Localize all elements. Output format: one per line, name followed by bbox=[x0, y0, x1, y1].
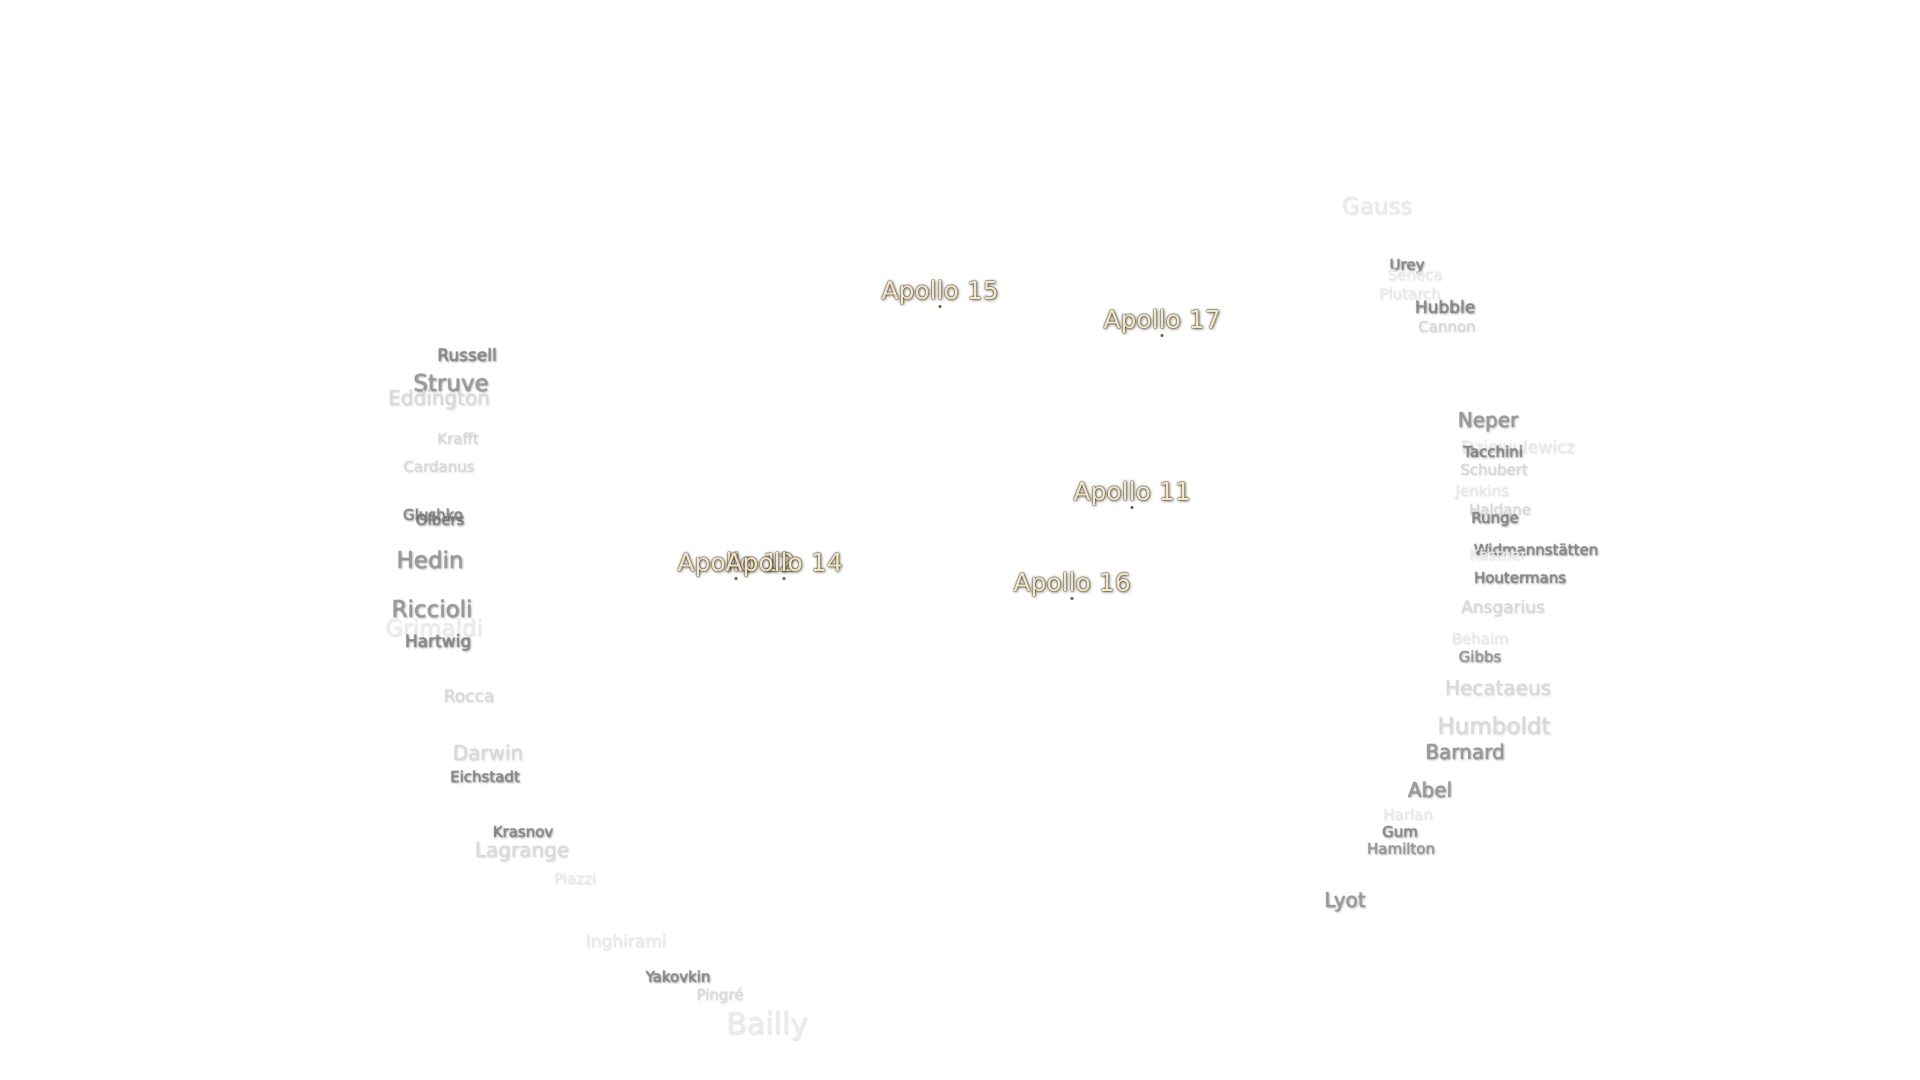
crater-label-abel[interactable]: Abel bbox=[1407, 778, 1453, 802]
crater-label-pingr-[interactable]: Pingré bbox=[696, 986, 744, 1004]
apollo-site-label-apollo-15[interactable]: Apollo 15 bbox=[881, 276, 999, 305]
crater-label-lagrange[interactable]: Lagrange bbox=[474, 838, 570, 862]
crater-label-cannon[interactable]: Cannon bbox=[1418, 318, 1476, 336]
crater-label-ansgarius[interactable]: Ansgarius bbox=[1461, 598, 1545, 618]
crater-label-glushko[interactable]: Glushko bbox=[403, 506, 463, 524]
crater-label-behaim[interactable]: Behaim bbox=[1451, 630, 1509, 648]
crater-label-eddington[interactable]: Eddington bbox=[388, 386, 490, 410]
landing-site-marker-apollo-14[interactable] bbox=[782, 577, 786, 580]
crater-label-jenkins[interactable]: Jenkins bbox=[1455, 482, 1509, 500]
crater-label-haldane[interactable]: Haldane bbox=[1468, 501, 1532, 519]
crater-label-runge[interactable]: Runge bbox=[1471, 509, 1519, 527]
crater-label-houtermans[interactable]: Houtermans bbox=[1473, 569, 1567, 587]
apollo-site-label-apollo-17[interactable]: Apollo 17 bbox=[1103, 305, 1221, 334]
crater-label-gibbs[interactable]: Gibbs bbox=[1458, 648, 1502, 666]
crater-label-hedin[interactable]: Hedin bbox=[396, 548, 464, 574]
landing-site-marker-apollo-15[interactable] bbox=[938, 305, 942, 308]
crater-label-hamilton[interactable]: Hamilton bbox=[1367, 840, 1435, 858]
landing-site-marker-apollo-16[interactable] bbox=[1070, 597, 1074, 600]
crater-label-hubble[interactable]: Hubble bbox=[1414, 298, 1476, 318]
crater-label-harlan[interactable]: Harlan bbox=[1383, 806, 1433, 824]
crater-label-darwin[interactable]: Darwin bbox=[452, 741, 524, 765]
crater-label-dziewulewicz[interactable]: Dziewulewicz bbox=[1461, 438, 1575, 458]
crater-label-neper[interactable]: Neper bbox=[1457, 408, 1519, 432]
landing-site-marker-apollo-12[interactable] bbox=[734, 577, 738, 580]
crater-label-widmannst-tten[interactable]: Widmannstätten bbox=[1473, 541, 1599, 559]
crater-label-gauss[interactable]: Gauss bbox=[1341, 194, 1413, 220]
apollo-site-label-apollo-14[interactable]: Apollo 14 bbox=[725, 548, 843, 577]
crater-label-schubert[interactable]: Schubert bbox=[1460, 461, 1528, 479]
crater-label-plutarch[interactable]: Plutarch bbox=[1379, 285, 1441, 303]
apollo-site-label-apollo-11[interactable]: Apollo 11 bbox=[1073, 477, 1191, 506]
apollo-site-label-apollo-16[interactable]: Apollo 16 bbox=[1013, 568, 1131, 597]
crater-label-olbers[interactable]: Olbers bbox=[415, 511, 465, 529]
crater-label-urey[interactable]: Urey bbox=[1389, 256, 1425, 274]
crater-label-struve[interactable]: Struve bbox=[413, 371, 489, 397]
crater-label-gum[interactable]: Gum bbox=[1382, 823, 1418, 841]
landing-site-marker-apollo-11[interactable] bbox=[1130, 506, 1134, 509]
crater-label-rocca[interactable]: Rocca bbox=[443, 687, 495, 707]
crater-label-hecataeus[interactable]: Hecataeus bbox=[1444, 676, 1552, 700]
crater-label-seneca[interactable]: Seneca bbox=[1387, 266, 1443, 284]
crater-label-hartwig[interactable]: Hartwig bbox=[404, 632, 472, 652]
crater-label-eichstadt[interactable]: Eichstadt bbox=[450, 768, 520, 786]
crater-label-riccioli[interactable]: Riccioli bbox=[391, 597, 473, 623]
apollo-site-label-apollo-12[interactable]: Apollo 12 bbox=[677, 548, 795, 577]
landing-site-marker-apollo-17[interactable] bbox=[1160, 334, 1164, 337]
crater-label-cardanus[interactable]: Cardanus bbox=[403, 458, 475, 476]
crater-label-piazzi[interactable]: Piazzi bbox=[554, 870, 596, 888]
crater-label-krafft[interactable]: Krafft bbox=[437, 430, 479, 448]
crater-label-lyot[interactable]: Lyot bbox=[1324, 888, 1366, 912]
crater-label-k-stner[interactable]: Kästner bbox=[1469, 546, 1527, 564]
crater-label-yakovkin[interactable]: Yakovkin bbox=[645, 968, 711, 986]
crater-label-bailly[interactable]: Bailly bbox=[726, 1007, 808, 1042]
crater-label-russell[interactable]: Russell bbox=[437, 346, 497, 366]
crater-label-grimaldi[interactable]: Grimaldi bbox=[385, 616, 483, 642]
crater-label-humboldt[interactable]: Humboldt bbox=[1437, 714, 1551, 740]
crater-label-inghirami[interactable]: Inghirami bbox=[585, 932, 667, 952]
crater-label-krasnov[interactable]: Krasnov bbox=[492, 823, 554, 841]
crater-label-barnard[interactable]: Barnard bbox=[1425, 740, 1505, 764]
crater-label-tacchini[interactable]: Tacchini bbox=[1463, 443, 1523, 461]
